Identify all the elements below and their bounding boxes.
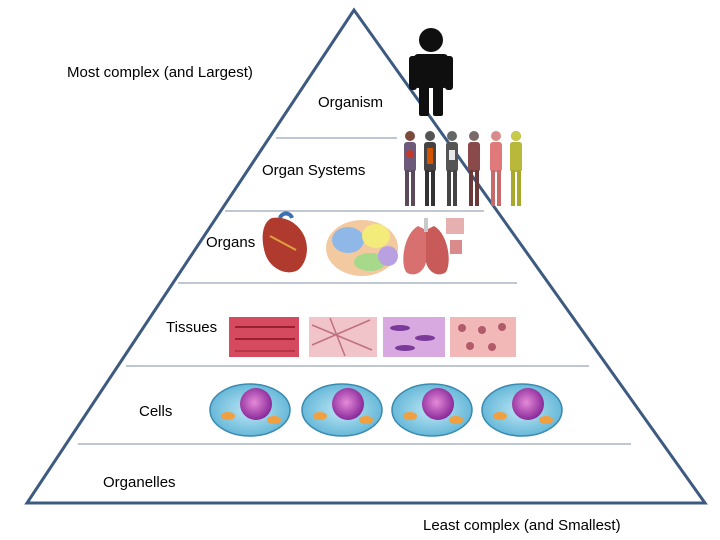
level-label-organ-systems: Organ Systems (262, 162, 366, 179)
top-caption: Most complex (and Largest) (67, 64, 253, 81)
organ-system-figure (490, 131, 502, 206)
organ-systems-figures (404, 131, 522, 206)
level-label-organelles: Organelles (103, 474, 176, 491)
organ-system-figure (424, 131, 436, 206)
tissue-sample-connective (309, 317, 377, 357)
level-dividers (78, 137, 631, 445)
heart-illustration (262, 211, 307, 273)
cell-diagram (391, 383, 473, 437)
tissue-sample-smooth (383, 317, 445, 357)
cell-diagram (301, 383, 383, 437)
level-label-tissues: Tissues (166, 319, 218, 336)
human-silhouette-icon (409, 28, 453, 116)
pyramid-outline (24, 7, 708, 505)
bottom-caption: Least complex (and Smallest) (423, 517, 621, 534)
organ-system-figure (446, 131, 458, 206)
tissue-samples (229, 317, 516, 357)
tissue-sample-muscle (229, 317, 299, 357)
tissue-sample-epithelial (450, 317, 516, 357)
lungs-illustration (403, 218, 449, 275)
small-organ-illustration (446, 218, 464, 254)
brain-illustration (326, 220, 398, 276)
cell-diagrams (209, 383, 563, 437)
cell-diagram (209, 383, 291, 437)
level-label-organism: Organism (318, 94, 384, 111)
level-label-cells: Cells (139, 403, 173, 420)
organ-system-figure (404, 131, 416, 206)
organs-heart-brain-lungs (262, 211, 464, 276)
level-label-organs: Organs (206, 234, 256, 251)
cell-diagram (481, 383, 563, 437)
organ-system-figure (510, 131, 522, 206)
organ-system-figure (468, 131, 480, 206)
